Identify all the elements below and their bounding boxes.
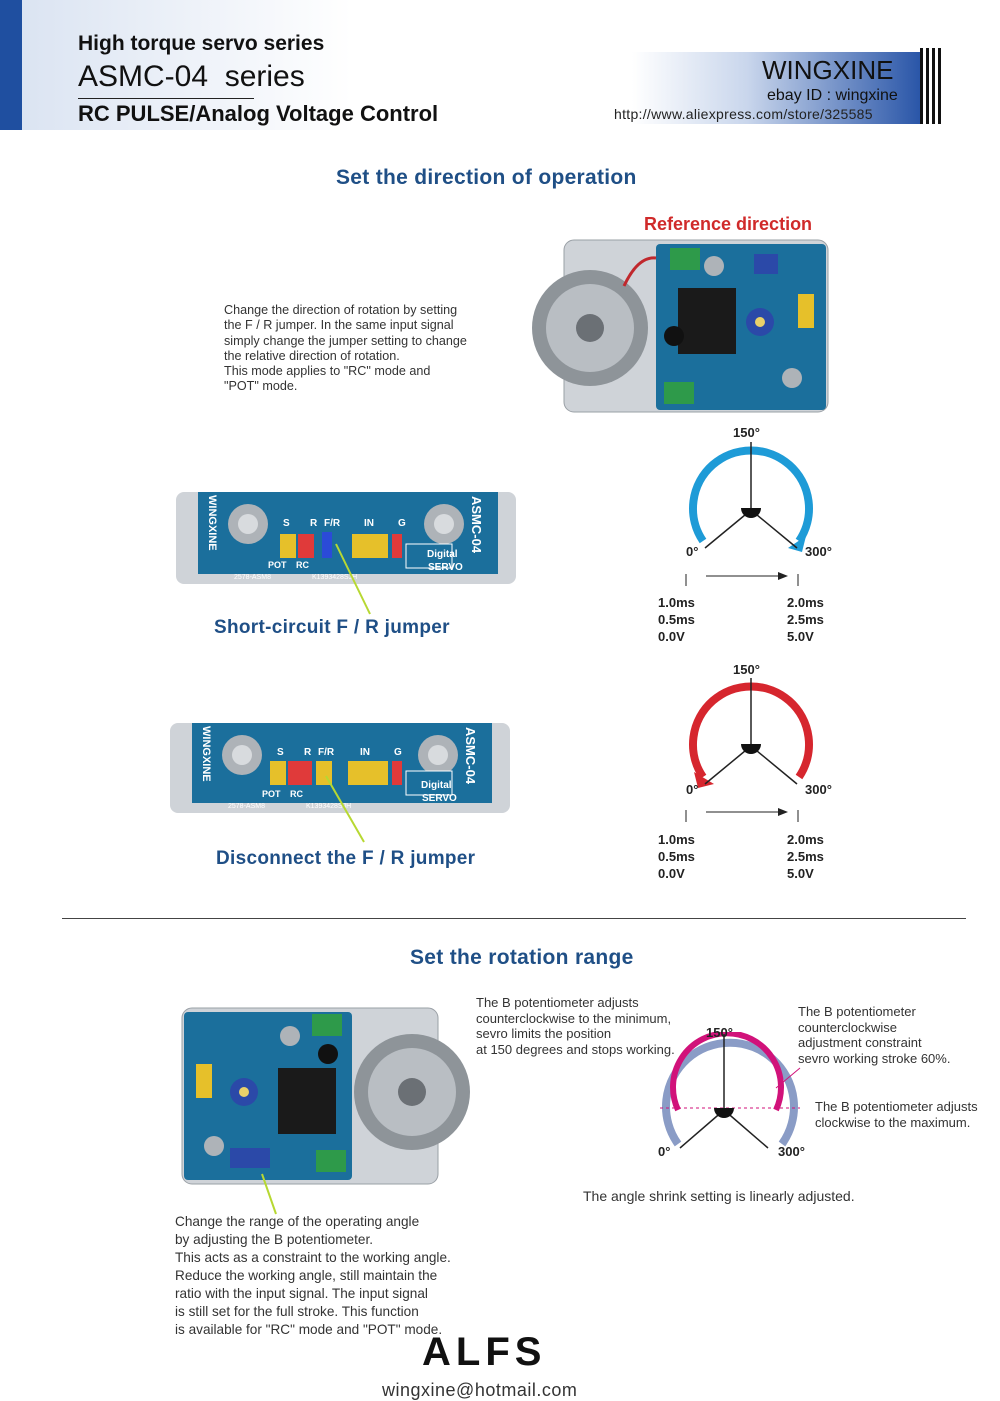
header-accent-bar <box>0 0 22 130</box>
board-label-fr: F/R <box>324 518 341 529</box>
board-label-in-2: IN <box>360 747 370 758</box>
board-label-model: ASMC-04 <box>469 496 484 554</box>
board-label-pot-2: POT <box>262 789 281 799</box>
linear-note: The angle shrink setting is linearly adj… <box>583 1188 855 1204</box>
reference-direction-label: Reference direction <box>644 214 813 234</box>
section-title-direction: Set the direction of operation <box>336 166 637 189</box>
dial2-label-right: 300° <box>805 782 832 797</box>
dial1-label-left: 0° <box>686 544 699 559</box>
note-min: The B potentiometer adjusts counterclock… <box>476 995 675 1057</box>
section-divider <box>62 918 966 919</box>
board-label-pot: POT <box>268 560 287 570</box>
dial2-signals-right: 2.0ms 2.5ms 5.0V <box>787 832 824 881</box>
range-dial-label-top: 150° <box>706 1025 733 1040</box>
servo-board-photo-open <box>170 723 510 813</box>
board-label-serial1-2: 2578-ASM8 <box>228 803 265 810</box>
caption-open-jumper: Disconnect the F / R jumper <box>216 848 476 869</box>
dial2-signals-left: 1.0ms 0.5ms 0.0V <box>658 832 695 881</box>
board-label-servo-2: SERVO <box>422 793 457 804</box>
board-label-serial1: 2578-ASM8 <box>234 574 271 581</box>
dial2-label-left: 0° <box>686 782 699 797</box>
board-label-rc: RC <box>296 560 309 570</box>
brand-banner <box>632 52 920 124</box>
range-dial <box>660 1032 801 1149</box>
range-description: Change the range of the operating angle … <box>175 1214 451 1337</box>
pointer-line-short <box>335 543 371 615</box>
note-cw: The B potentiometer adjusts clockwise to… <box>815 1099 978 1130</box>
caption-short-jumper: Short-circuit F / R jumper <box>214 617 450 638</box>
board-label-s: S <box>283 518 290 529</box>
board-label-g-2: G <box>394 747 402 758</box>
ebay-id: ebay ID : wingxine <box>767 87 898 104</box>
board-label-digital-2: Digital <box>421 780 452 791</box>
footer-brand: ALFS <box>422 1330 547 1374</box>
control-heading: RC PULSE/Analog Voltage Control <box>78 101 439 126</box>
note-ccw: The B potentiometer counterclockwise adj… <box>798 1004 951 1066</box>
dial1-signals-left: 1.0ms 0.5ms 0.0V <box>658 595 695 644</box>
servo-board-photo-range <box>181 1007 470 1185</box>
dial1-signals-right: 2.0ms 2.5ms 5.0V <box>787 595 824 644</box>
range-dial-label-left: 0° <box>658 1144 671 1159</box>
brand-stripes <box>920 48 944 124</box>
board-label-s-2: S <box>277 747 284 758</box>
board-label-rc-2: RC <box>290 789 303 799</box>
board-label-r: R <box>310 518 318 529</box>
servo-board-photo-short <box>176 492 516 584</box>
series-heading: High torque servo series <box>78 32 325 55</box>
direction-description: Change the direction of rotation by sett… <box>224 303 467 394</box>
footer-email[interactable]: wingxine@hotmail.com <box>382 1380 578 1400</box>
dial1-label-top: 150° <box>733 425 760 440</box>
board-label-fr-2: F/R <box>318 747 335 758</box>
brand-name: WINGXINE <box>762 55 894 85</box>
servo-board-photo-reference <box>532 239 829 413</box>
board-label-in: IN <box>364 518 374 529</box>
range-dial-label-right: 300° <box>778 1144 805 1159</box>
board-label-digital: Digital <box>427 549 458 560</box>
board-label-serial2-2: K1393428SJH <box>306 803 352 810</box>
header-fade <box>22 0 352 130</box>
section-title-range: Set the rotation range <box>410 946 634 969</box>
model-heading: ASMC-04 series <box>78 60 305 93</box>
dial2-label-top: 150° <box>733 662 760 677</box>
board-label-g: G <box>398 518 406 529</box>
pointer-line-range <box>261 1173 277 1215</box>
board-label-brand: WINGXINE <box>206 495 218 551</box>
rotation-dial-short <box>685 442 813 586</box>
board-label-brand-2: WINGXINE <box>200 726 212 782</box>
board-label-r-2: R <box>304 747 312 758</box>
dial1-label-right: 300° <box>805 544 832 559</box>
board-label-serial2: K1393428SJH <box>312 574 358 581</box>
board-label-model-2: ASMC-04 <box>463 727 478 785</box>
rotation-dial-open <box>685 678 813 822</box>
store-url[interactable]: http://www.aliexpress.com/store/325585 <box>614 106 873 122</box>
heading-underline <box>78 98 254 99</box>
board-label-servo: SERVO <box>428 562 463 573</box>
pointer-line-open <box>325 775 365 843</box>
